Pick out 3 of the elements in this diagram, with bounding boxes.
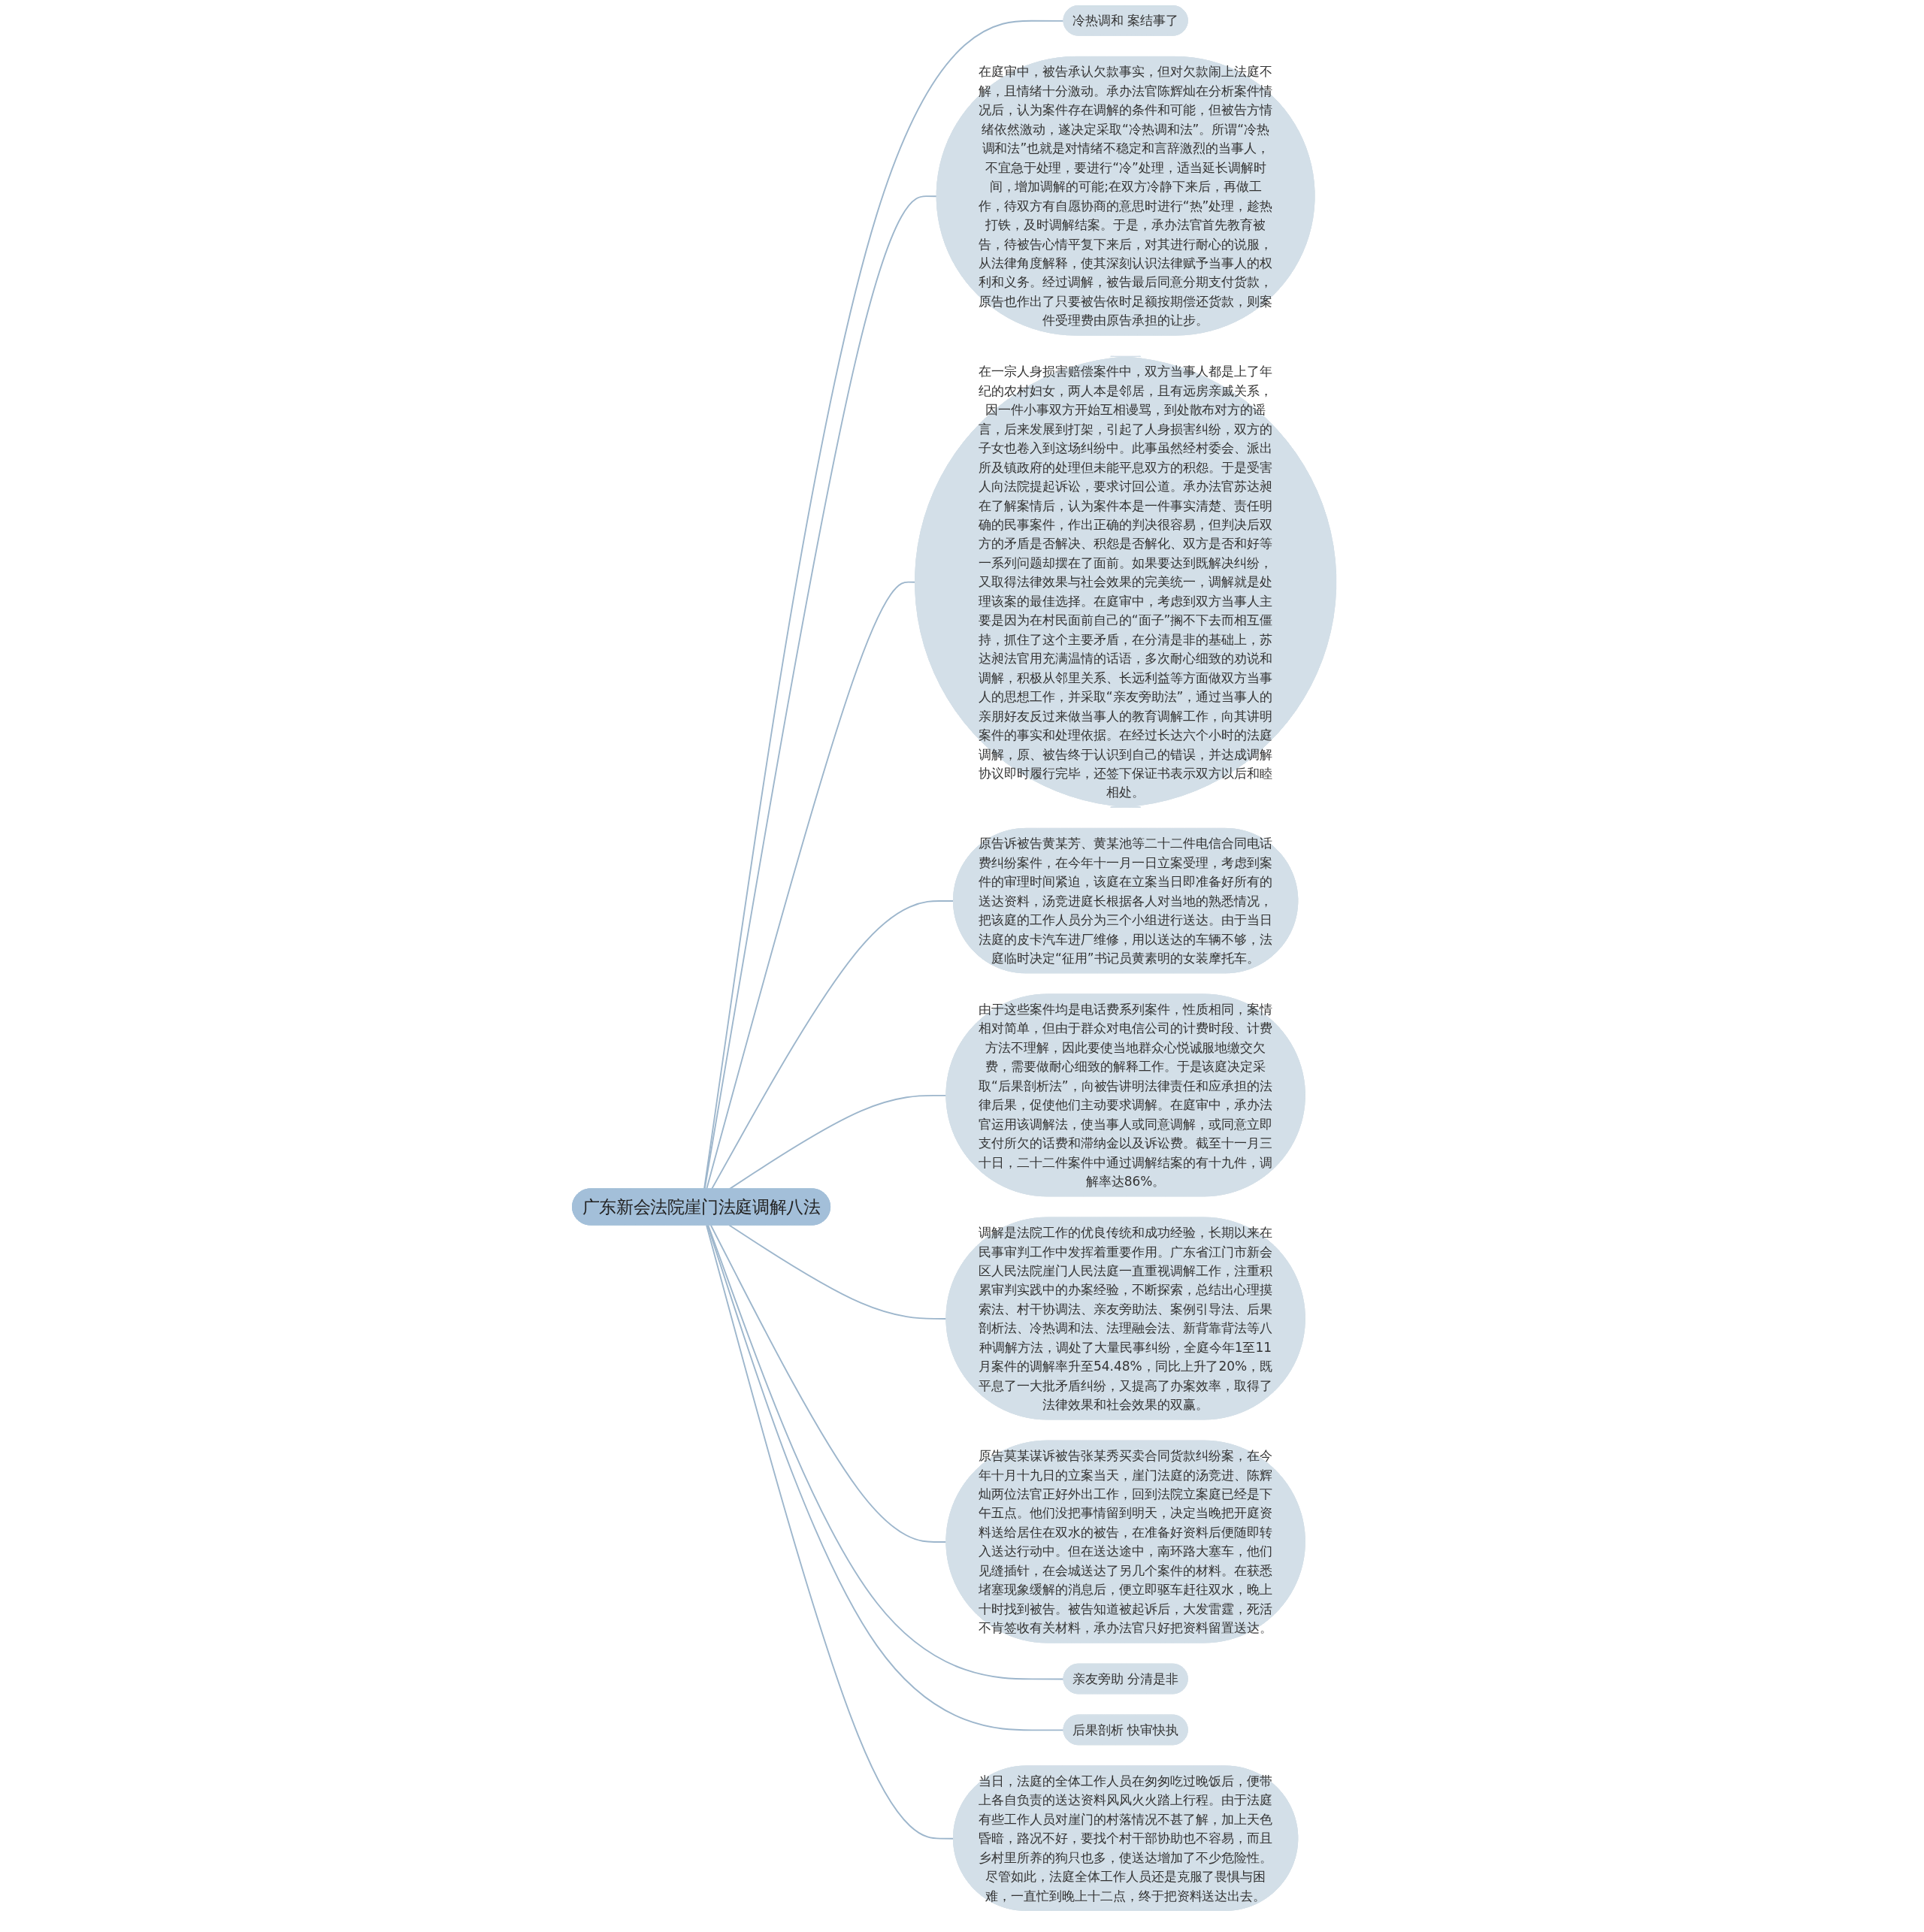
connector bbox=[706, 1224, 955, 1840]
connector bbox=[710, 1224, 948, 1543]
connector bbox=[728, 1224, 948, 1320]
